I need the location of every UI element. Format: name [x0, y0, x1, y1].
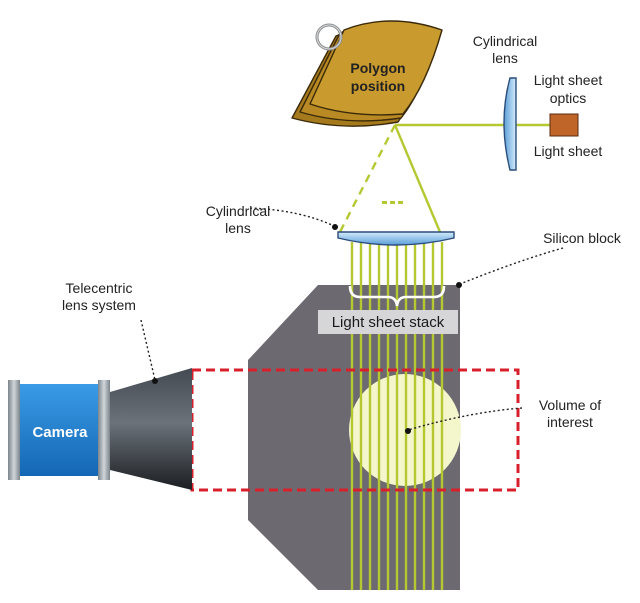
cylindrical-lens-mid-label-line1: Cylindrical: [206, 203, 271, 219]
volume-label-line1: Volume of: [539, 397, 601, 413]
light-sheet-stack-lines: [350, 242, 444, 590]
beam-dashed: [338, 124, 397, 233]
leader-dots: [152, 224, 462, 434]
volume-label-line2: interest: [547, 414, 593, 430]
cylindrical-lens-top: [503, 77, 517, 171]
silicon-block-label: Silicon block: [543, 230, 622, 246]
light-sheet-source: [549, 113, 579, 137]
polygon-ring-icon: [315, 23, 343, 51]
light-sheet-optics-label-line2: optics: [550, 90, 587, 106]
polygon-label-line1: Polygon: [350, 60, 405, 76]
cylindrical-lens-mid-label-line2: lens: [225, 220, 251, 236]
cylindrical-lens-mid: [337, 231, 455, 246]
light-sheet-stack-label-box: [318, 310, 458, 334]
beam-ellipsis: [382, 201, 403, 204]
cylindrical-lens-top-label-line1: Cylindrical: [473, 33, 538, 49]
light-sheet-stack-brace: [348, 285, 446, 307]
polygon-label-line2: position: [351, 78, 405, 94]
leader-lines: [140, 207, 564, 431]
cylindrical-lens-top-label-line2: lens: [492, 50, 518, 66]
telecentric-label-line2: lens system: [62, 297, 136, 313]
camera-end-right: [98, 380, 110, 480]
camera-body: [20, 384, 100, 476]
light-sheet-optics-label-line1: Light sheet: [534, 72, 603, 88]
telecentric-label-line1: Telecentric: [66, 280, 133, 296]
camera-label: Camera: [32, 424, 88, 441]
light-sheet-label: Light sheet: [534, 143, 603, 159]
telecentric-lens: [110, 368, 192, 490]
beam-solid: [393, 124, 442, 233]
camera-end-left: [8, 380, 20, 480]
light-sheet-stack-label: Light sheet stack: [332, 314, 445, 331]
